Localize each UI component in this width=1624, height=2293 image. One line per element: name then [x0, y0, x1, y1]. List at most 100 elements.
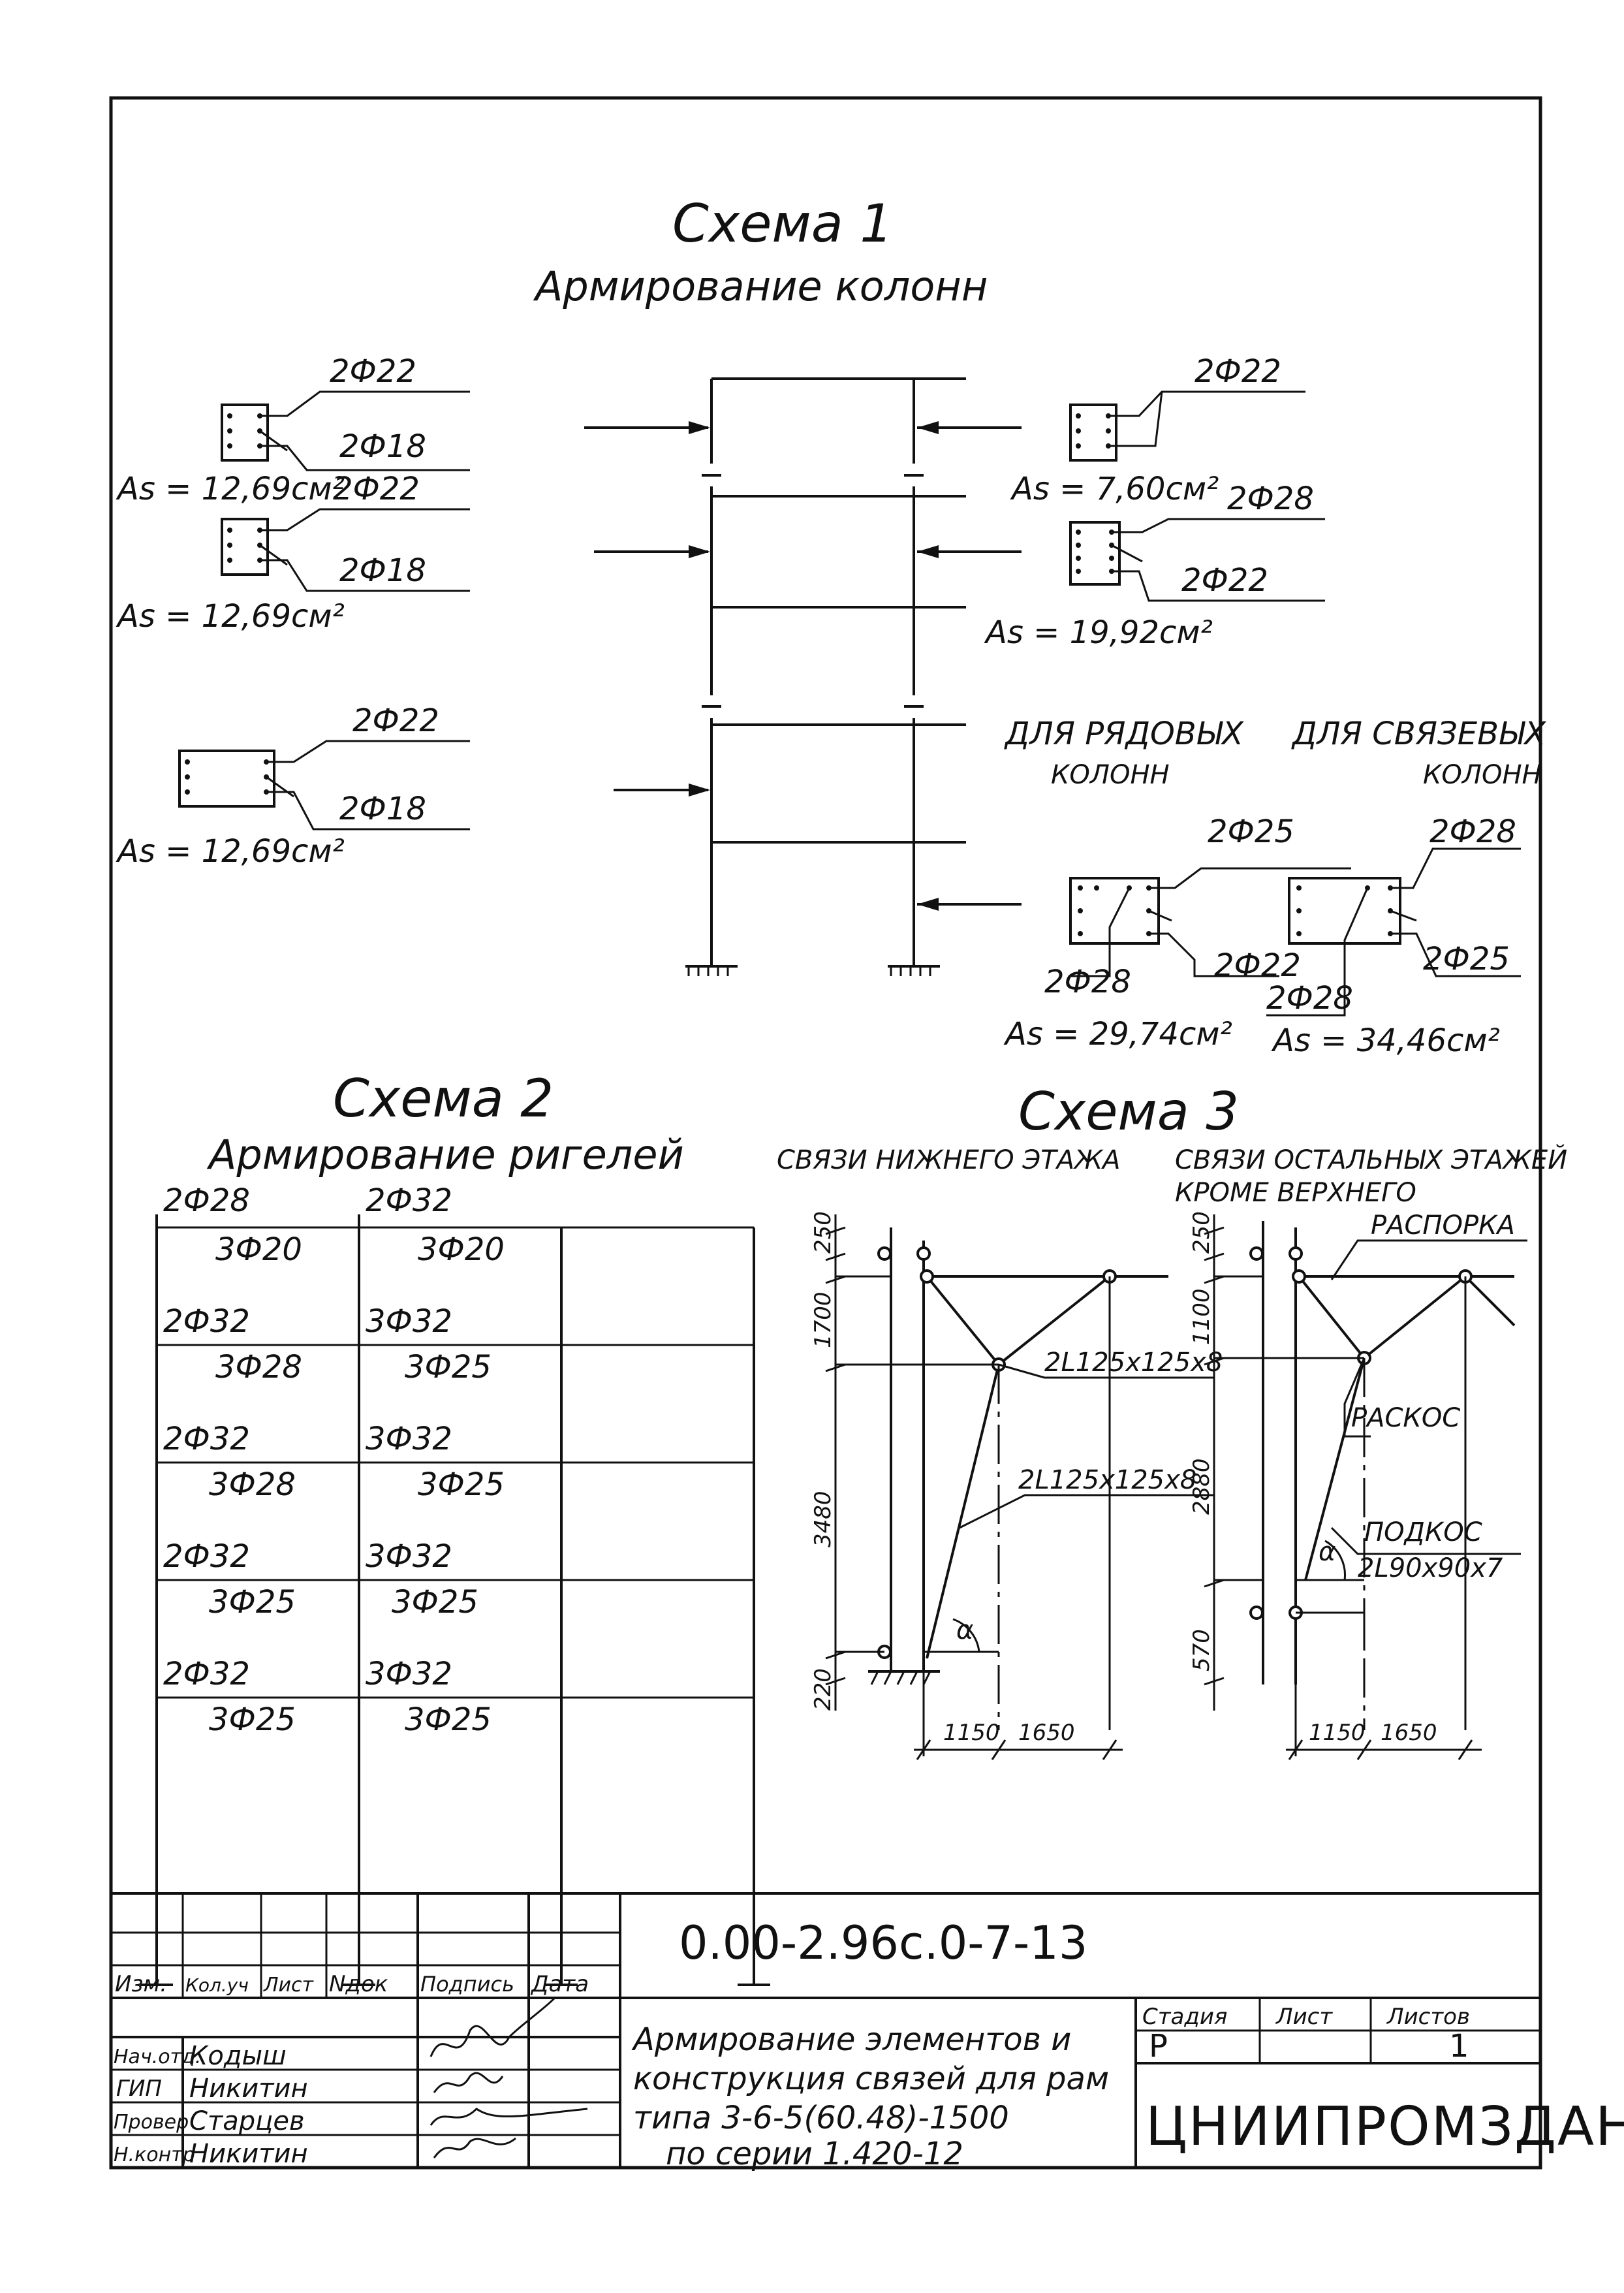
beam-2-1-bottom: 3Ф20 — [418, 1231, 505, 1268]
drawing-code: 0.00-2.96с.0-7-13 — [679, 1916, 1087, 1970]
upper-alpha: α — [1319, 1537, 1335, 1567]
title-block: 0.00-2.96с.0-7-13 Изм. Кол.уч Лист Nдок … — [111, 1892, 1624, 2172]
beam-2-1-top: 2Ф32 — [366, 1182, 452, 1219]
sheets-value: 1 — [1449, 2028, 1469, 2064]
lower-member-2: 2L125x125x8 — [1018, 1465, 1196, 1495]
section-5-bottom-bars: 2Ф22 — [1181, 562, 1268, 599]
title-line-2: конструкция связей для рам — [633, 2061, 1109, 2097]
beam-1-3-bottom: 3Ф28 — [209, 1466, 296, 1503]
section-2-top-bars: 2Ф22 — [333, 471, 420, 507]
bracing-columns-label: ДЛЯ СВЯЗЕВЫХ — [1291, 716, 1546, 752]
upper-dim-2: 1100 — [1189, 1288, 1215, 1345]
section-6-top-bars: 2Ф25 — [1208, 814, 1294, 850]
column-section-3: 2Ф22 2Ф18 As = 12,69см² — [116, 703, 470, 870]
section-3-bottom-bars: 2Ф18 — [339, 791, 426, 827]
section-2-area: As = 12,69см² — [116, 598, 345, 635]
header-count: Кол.уч — [185, 1974, 249, 1996]
role-norm: Н.контр — [114, 2143, 195, 2166]
beam-2-3-top: 3Ф32 — [366, 1421, 452, 1457]
upper-bottom-dim-2: 1650 — [1381, 1720, 1437, 1746]
scheme-2-subtitle: Армирование ригелей — [206, 1131, 684, 1178]
section-4-area: As = 7,60см² — [1010, 471, 1219, 507]
role-gip: ГИП — [116, 2076, 162, 2102]
beam-2-3-bottom: 3Ф25 — [418, 1466, 505, 1503]
lower-dim-1: 250 — [810, 1211, 836, 1254]
section-6-left-bars: 2Ф28 — [1044, 964, 1131, 1000]
header-sign: Подпись — [420, 1972, 514, 1997]
beam-2-5-top: 3Ф32 — [366, 1656, 452, 1692]
lower-member-1: 2L125x125x8 — [1044, 1348, 1223, 1378]
name-checker: Старцев — [189, 2106, 305, 2136]
scheme-2: Схема 2 Армирование ригелей 2Ф28 3Ф20 2Ф… — [140, 1068, 770, 1986]
column-section-7: 2Ф28 2Ф28 2Ф25 As = 34,46см² — [1266, 814, 1521, 1059]
column-section-1: 2Ф22 2Ф18 As = 12,69см² — [116, 353, 470, 507]
scheme-1-title: Схема 1 — [672, 193, 893, 254]
signatures — [429, 1997, 588, 2159]
section-3-top-bars: 2Ф22 — [352, 703, 439, 739]
lower-dim-2: 1700 — [810, 1291, 836, 1348]
title-line-1: Армирование элементов и — [631, 2021, 1071, 2058]
bracing-columns-label-2: КОЛОНН — [1423, 760, 1542, 790]
beam-reinforcement-col2: 2Ф32 3Ф20 3Ф32 3Ф25 3Ф32 3Ф25 3Ф32 3Ф25 … — [366, 1182, 505, 1738]
beam-1-5-top: 2Ф32 — [163, 1656, 250, 1692]
section-6-area: As = 29,74см² — [1003, 1016, 1232, 1052]
column-section-4: 2Ф22 As = 7,60см² — [1010, 353, 1305, 507]
column-section-2: 2Ф22 2Ф18 As = 12,69см² — [116, 471, 470, 635]
drawing-frame — [109, 96, 1542, 2170]
knee-member-label: 2L90x90x7 — [1358, 1553, 1503, 1583]
role-checker: Провер — [114, 2111, 189, 2134]
header-date: Дата — [530, 1971, 589, 1997]
column-section-6: 2Ф25 2Ф28 2Ф22 As = 29,74см² — [1003, 814, 1351, 1052]
scheme-1-subtitle: Армирование колонн — [533, 262, 988, 310]
section-1-bottom-bars: 2Ф18 — [339, 428, 426, 465]
lower-dim-3: 3480 — [810, 1491, 836, 1547]
column-frame-elevation — [584, 377, 1022, 976]
scheme-3-right-caption-2: КРОМЕ ВЕРХНЕГО — [1175, 1178, 1416, 1208]
header-rev: Изм. — [115, 1971, 167, 1997]
section-1-area: As = 12,69см² — [116, 471, 345, 507]
sheets-label: Листов — [1386, 2004, 1470, 2030]
section-7-left-bars: 2Ф28 — [1266, 980, 1353, 1017]
upper-dim-3: 2880 — [1189, 1458, 1215, 1515]
scheme-2-title: Схема 2 — [333, 1068, 554, 1129]
scheme-3: Схема 3 СВЯЗИ НИЖНЕГО ЭТАЖА СВЯЗИ ОСТАЛЬ… — [777, 1081, 1567, 1760]
beam-reinforcement-col1: 2Ф28 3Ф20 2Ф32 3Ф28 2Ф32 3Ф28 2Ф32 3Ф25 … — [163, 1182, 302, 1738]
beam-2-5-bottom: 3Ф25 — [405, 1701, 492, 1738]
upper-dim-1: 250 — [1189, 1211, 1215, 1254]
upper-floor-bracing: α РАСПОРКА РАСКОС ПОДКОС 2L90x90x7 250 1… — [1189, 1210, 1527, 1760]
beam-1-1-bottom: 3Ф20 — [215, 1231, 302, 1268]
header-sheet: Лист — [263, 1974, 315, 1997]
beam-1-4-bottom: 3Ф25 — [209, 1584, 296, 1621]
upper-dim-4: 570 — [1189, 1629, 1215, 1671]
knee-label: ПОДКОС — [1364, 1517, 1482, 1547]
beam-1-2-top: 2Ф32 — [163, 1303, 250, 1340]
beam-1-1-top: 2Ф28 — [163, 1182, 250, 1219]
ordinary-columns-label: ДЛЯ РЯДОВЫХ — [1004, 716, 1244, 752]
beam-1-2-bottom: 3Ф28 — [215, 1349, 302, 1385]
brace-label: РАСКОС — [1351, 1403, 1460, 1433]
section-5-top-bars: 2Ф28 — [1227, 481, 1314, 517]
beam-2-2-bottom: 3Ф25 — [405, 1349, 492, 1385]
upper-bottom-dim-1: 1150 — [1309, 1720, 1366, 1746]
name-head: Кодыш — [189, 2041, 287, 2071]
beam-2-2-top: 3Ф32 — [366, 1303, 452, 1340]
title-line-4: по серии 1.420-12 — [666, 2136, 963, 2172]
section-7-right-bars: 2Ф25 — [1423, 941, 1510, 977]
lower-bottom-dim-2: 1650 — [1018, 1720, 1075, 1746]
beam-1-4-top: 2Ф32 — [163, 1538, 250, 1575]
scheme-3-right-caption: СВЯЗИ ОСТАЛЬНЫХ ЭТАЖЕЙ — [1175, 1144, 1567, 1175]
section-6-right-bars: 2Ф22 — [1214, 947, 1301, 984]
scheme-1: Схема 1 Армирование колонн 2Ф22 2Ф18 As … — [116, 193, 1546, 1059]
section-1-top-bars: 2Ф22 — [330, 353, 416, 390]
role-head: Нач.отд. — [114, 2046, 201, 2068]
sheet-label: Лист — [1275, 2004, 1333, 2030]
name-gip: Никитин — [189, 2074, 308, 2104]
lower-bottom-dim-1: 1150 — [943, 1720, 1000, 1746]
scheme-3-title: Схема 3 — [1018, 1081, 1239, 1142]
lower-floor-bracing: α 2L125x125x8 2L125x125x8 250 1700 3480 … — [810, 1211, 1223, 1760]
beam-1-3-top: 2Ф32 — [163, 1421, 250, 1457]
organization-name: ЦНИИПРОМЗДАНИЙ — [1146, 2095, 1624, 2158]
strut-label: РАСПОРКА — [1371, 1210, 1515, 1241]
lower-alpha: α — [956, 1615, 973, 1645]
